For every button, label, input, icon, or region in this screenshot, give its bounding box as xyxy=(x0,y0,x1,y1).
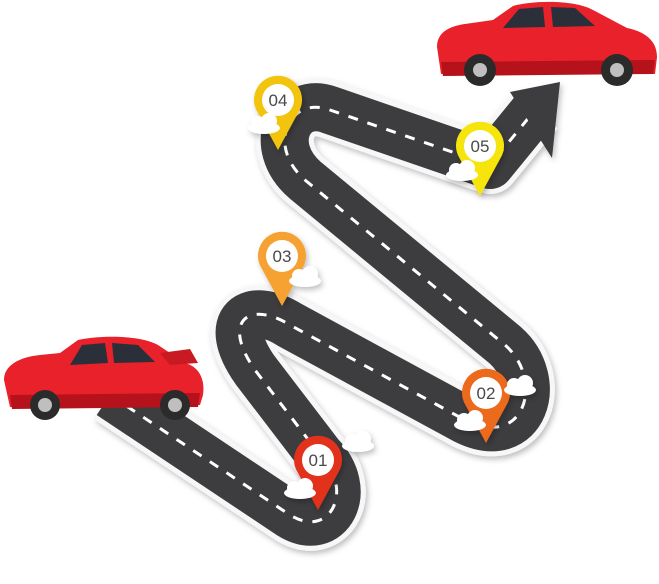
pin-center xyxy=(262,84,294,116)
cloud-icon xyxy=(342,431,374,452)
pin-center xyxy=(464,130,496,162)
pin-center xyxy=(266,240,298,272)
milestone-pin-02: 02 xyxy=(454,368,536,443)
milestone-pin-04: 04 xyxy=(248,75,302,150)
arrow-head-icon xyxy=(510,82,560,158)
milestone-pin-01: 01 xyxy=(284,431,374,510)
milestone-pin-05: 05 xyxy=(446,121,504,196)
red-sedan-car-icon xyxy=(437,1,657,86)
pin-center xyxy=(302,444,334,476)
milestone-label: 04 xyxy=(269,91,288,110)
milestone-label: 03 xyxy=(273,247,292,266)
milestone-pins: 01 02 03 04 05 xyxy=(248,75,536,510)
milestone-label: 02 xyxy=(477,384,496,403)
milestone-pin-03: 03 xyxy=(258,231,321,306)
lane-marking xyxy=(109,105,537,524)
milestone-label: 01 xyxy=(309,451,328,470)
pin-center xyxy=(470,377,502,409)
milestone-label: 05 xyxy=(471,137,490,156)
cloud-icon xyxy=(248,113,280,134)
wrecked-red-car-icon xyxy=(4,336,204,420)
